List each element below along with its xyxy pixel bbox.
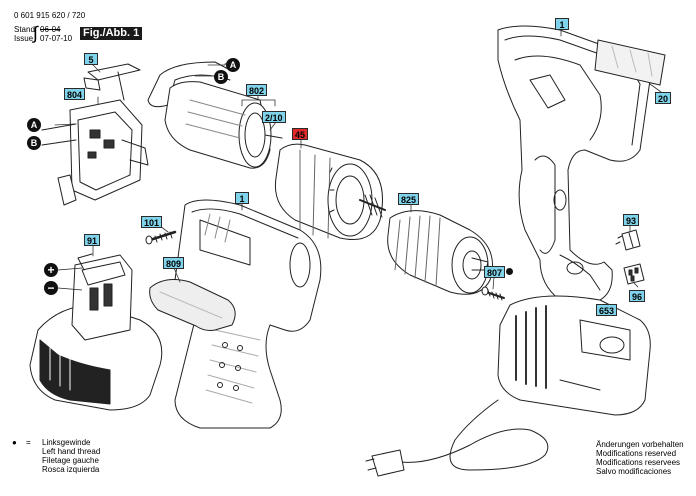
housing-half-right (497, 25, 666, 301)
footer-note-line: Änderungen vorbehalten (596, 440, 684, 449)
footer-note-line: Modifications reserved (596, 449, 677, 458)
bit-holder (623, 263, 645, 285)
connector-a-left: A (27, 118, 41, 132)
connector-b-left: B (27, 136, 41, 150)
callout-1-top: 1 (555, 18, 569, 30)
gearbox (274, 143, 386, 240)
footer-note-line: Salvo modificaciones (596, 467, 672, 476)
stand-value: 06-04 (40, 25, 61, 34)
motor (147, 61, 283, 169)
housing-half-left (149, 199, 322, 429)
screw-101 (145, 230, 177, 245)
chuck (387, 210, 493, 295)
legend-line: Rosca izquierda (42, 465, 100, 474)
polarity-plus-icon: + (44, 263, 58, 277)
battery-pack (29, 253, 163, 411)
callout-807: 807 (484, 266, 506, 278)
figure-label: Fig./Abb. 1 (80, 27, 143, 40)
footer-notes: Änderungen vorbehalten Modifications res… (596, 440, 684, 476)
switch-assembly (41, 63, 149, 206)
callout-802: 802 (246, 84, 268, 96)
charger (365, 295, 651, 477)
callout-1-mid: 1 (235, 192, 249, 204)
stand-label: Stand (14, 25, 35, 34)
leader-lines (54, 29, 662, 317)
issue-value: 07-07-10 (40, 34, 73, 43)
legend-text: Linksgewinde Left hand thread Filetage g… (42, 438, 100, 474)
callout-804: 804 (64, 88, 86, 100)
footer-note-line: Modifications reservees (596, 458, 681, 467)
part-number: 0 601 915 620 / 720 (14, 11, 86, 20)
legend-bullet: ● (12, 438, 17, 447)
legend-line: Left hand thread (42, 447, 101, 456)
callout-91: 91 (84, 234, 101, 246)
callout-20: 20 (655, 92, 672, 104)
callout-2-10: 2/10 (262, 111, 286, 123)
callout-825: 825 (398, 193, 420, 205)
callout-5: 5 (84, 53, 98, 65)
legend-equals: = (26, 438, 31, 447)
connector-b-top: B (214, 70, 228, 84)
callout-96: 96 (629, 290, 646, 302)
polarity-minus-icon: − (44, 281, 58, 295)
screwdriver-bit (615, 229, 641, 251)
callout-653: 653 (596, 304, 618, 316)
bracket-glyph: ∫ (33, 23, 38, 43)
legend-line: Linksgewinde (42, 438, 91, 447)
issue-label: Issue (14, 34, 34, 43)
left-thread-marker (506, 268, 513, 275)
callout-101: 101 (141, 216, 163, 228)
legend-line: Filetage gauche (42, 456, 99, 465)
screw-807 (481, 286, 505, 301)
callout-93: 93 (623, 214, 640, 226)
callout-45: 45 (292, 128, 309, 140)
connector-a-top: A (226, 58, 240, 72)
callout-809: 809 (163, 257, 185, 269)
